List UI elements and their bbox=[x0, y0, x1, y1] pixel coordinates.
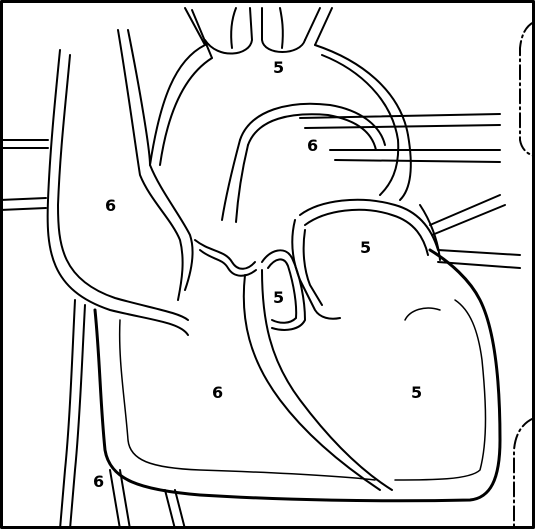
side-note-box-top bbox=[520, 22, 534, 156]
aortic-arch bbox=[150, 8, 411, 200]
label-superior-vena-cava: 6 bbox=[105, 196, 116, 215]
label-left-auricle: 5 bbox=[273, 288, 284, 307]
valve-region bbox=[195, 240, 256, 276]
label-right-ventricle: 6 bbox=[212, 383, 223, 402]
label-left-atrium: 5 bbox=[360, 238, 371, 257]
ventricle-inner-wall bbox=[120, 300, 486, 480]
heart-outer-wall bbox=[95, 205, 500, 501]
label-pulmonary-artery: 6 bbox=[307, 136, 318, 155]
right-atrium bbox=[0, 30, 192, 335]
pulmonary-artery bbox=[222, 104, 500, 222]
label-left-ventricle: 5 bbox=[411, 383, 422, 402]
inferior-vena-cava bbox=[60, 300, 185, 529]
side-note-box-bottom bbox=[514, 418, 534, 529]
interventricular-septum bbox=[244, 270, 392, 490]
left-atrium bbox=[292, 195, 520, 319]
label-inferior-vena-cava: 6 bbox=[93, 472, 104, 491]
label-aortic-arch: 5 bbox=[273, 58, 284, 77]
